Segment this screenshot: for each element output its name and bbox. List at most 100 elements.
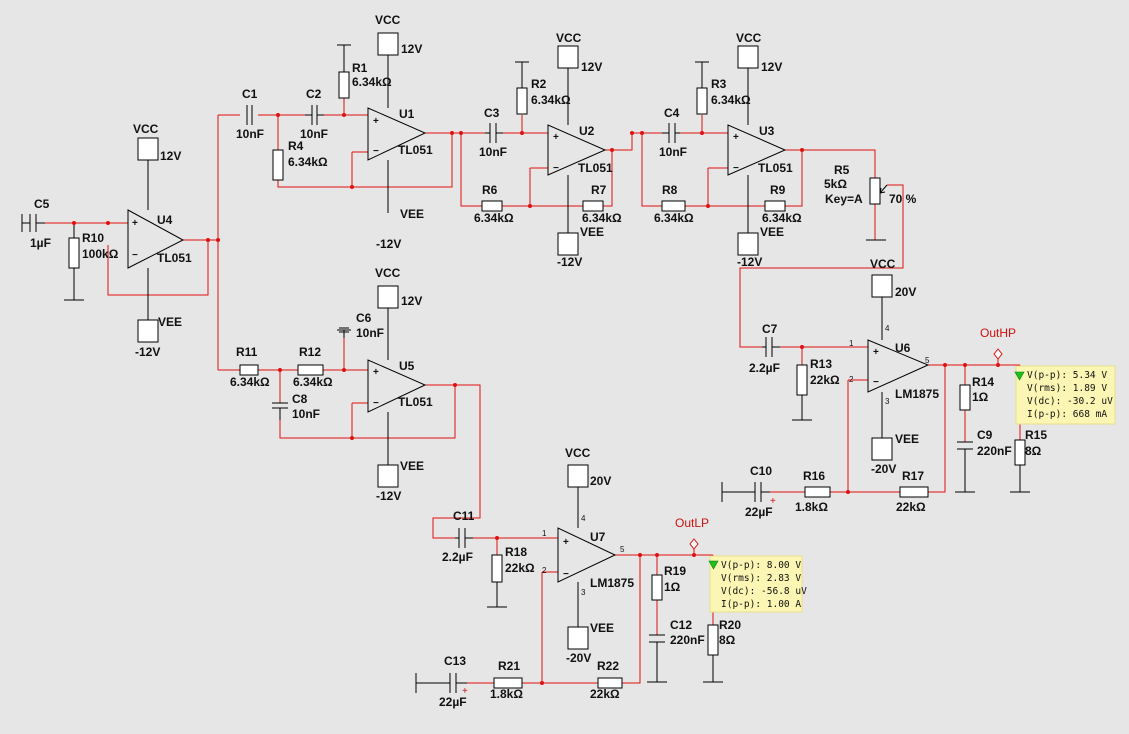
u1-12v-label: 12V: [401, 42, 422, 56]
svg-text:−: −: [733, 163, 739, 174]
r19-ref: R19: [664, 564, 686, 578]
u6-pin-2: 2: [849, 375, 854, 384]
u3-m12v-label: -12V: [737, 255, 762, 269]
probe-outhp[interactable]: OutHP V(p-p): 5.34 V V(rms): 1.89 V V(dc…: [980, 326, 1116, 425]
r4-value: 6.34kΩ: [288, 155, 328, 169]
resistor-labels: R1 6.34kΩ R2 6.34kΩ R3 6.34kΩ R4 6.34kΩ …: [82, 61, 1047, 701]
r20-value: 8Ω: [719, 633, 736, 647]
u4-ref: U4: [157, 213, 173, 227]
c3-value: 10nF: [479, 145, 507, 159]
outhp-tooltip: [1015, 365, 1116, 425]
r5-key: Key=A: [825, 192, 863, 206]
outhp-marker-icon: [1014, 371, 1025, 381]
u5-12v-label: 12V: [401, 294, 422, 308]
c9-ref: C9: [977, 428, 993, 442]
r18-value: 22kΩ: [505, 561, 535, 575]
u7-model: LM1875: [590, 576, 634, 590]
u6-vcc-label: VCC: [870, 257, 896, 271]
u6-m20v-label: -20V: [871, 462, 896, 476]
u7-pin-5: 5: [620, 545, 625, 554]
u4-12v-label: 12V: [160, 149, 181, 163]
u6-pin-4: 4: [885, 324, 890, 333]
u7-m20v-label: -20V: [566, 651, 591, 665]
u6-pin-3: 3: [885, 397, 890, 406]
ground-symbols: [21, 44, 1030, 693]
c6-ref: C6: [356, 311, 372, 325]
c4-value: 10nF: [659, 145, 687, 159]
outlp-label: OutLP: [675, 516, 709, 530]
u6-pin-5: 5: [925, 356, 930, 365]
u2-vee-label: VEE: [580, 225, 604, 239]
u1-vee-label: VEE: [400, 207, 424, 221]
c11-ref: C11: [453, 509, 475, 523]
c10-value: 22µF: [745, 505, 773, 519]
svg-text:+: +: [553, 132, 559, 143]
r2-ref: R2: [531, 77, 547, 91]
outhp-vrms: V(rms): 1.89 V: [1027, 383, 1107, 394]
r15-ref: R15: [1025, 428, 1047, 442]
u2-vcc-label: VCC: [556, 31, 582, 45]
u7-pin-3: 3: [581, 588, 586, 597]
outhp-ipp: I(p-p): 668 mA: [1027, 409, 1107, 420]
u2-ref: U2: [579, 124, 595, 138]
svg-text:−: −: [373, 146, 379, 157]
r13-value: 22kΩ: [810, 373, 840, 387]
r12-value: 6.34kΩ: [293, 375, 333, 389]
opamp-labels: U4 TL051 U1 TL051 U2 TL051 U3 TL051 U5 T…: [157, 107, 939, 590]
u3-ref: U3: [759, 124, 775, 138]
capacitor-labels: C5 1µF C1 10nF C2 10nF C3 10nF C4 10nF C…: [30, 87, 1012, 709]
opamp-signs: +− +− +− +− +− +− +−: [132, 116, 879, 580]
svg-text:−: −: [373, 398, 379, 409]
r17-ref: R17: [902, 469, 924, 483]
outlp-vdc: V(dc): -56.8 uV: [721, 586, 807, 597]
r7-ref: R7: [591, 183, 607, 197]
u1-model: TL051: [398, 143, 433, 157]
r22-ref: R22: [597, 659, 619, 673]
svg-text:+: +: [373, 367, 379, 378]
outlp-vrms: V(rms): 2.83 V: [721, 573, 801, 584]
c13-ref: C13: [444, 654, 466, 668]
r14-ref: R14: [972, 375, 994, 389]
r8-ref: R8: [662, 183, 678, 197]
c12-value: 220nF: [670, 633, 705, 647]
outlp-marker-icon: [708, 560, 719, 570]
svg-text:−: −: [873, 377, 879, 388]
c1-value: 10nF: [236, 127, 264, 141]
r9-ref: R9: [770, 183, 786, 197]
c9-value: 220nF: [977, 444, 1012, 458]
r16-value: 1.8kΩ: [795, 500, 828, 514]
u3-model: TL051: [758, 161, 793, 175]
u3-12v-label: 12V: [761, 60, 782, 74]
r18-ref: R18: [505, 545, 527, 559]
svg-text:+: +: [373, 116, 379, 127]
u4-model: TL051: [157, 251, 192, 265]
u3-vcc-label: VCC: [736, 31, 762, 45]
u3-vee-label: VEE: [760, 225, 784, 239]
c4-ref: C4: [664, 106, 680, 120]
probe-outlp[interactable]: OutLP V(p-p): 8.00 V V(rms): 2.83 V V(dc…: [675, 516, 807, 613]
supply-labels: VCC 12V VEE -12V VCC 12V VEE -12V VCC 12…: [133, 13, 919, 665]
resistor-bodies: [68, 71, 1026, 689]
u6-ref: U6: [895, 341, 911, 355]
r7-value: 6.34kΩ: [582, 211, 622, 225]
outhp-vpp: V(p-p): 5.34 V: [1027, 370, 1107, 381]
c7-value: 2.2µF: [749, 361, 780, 375]
c7-ref: C7: [762, 322, 778, 336]
c8-value: 10nF: [292, 407, 320, 421]
svg-text:−: −: [563, 569, 569, 580]
r21-ref: R21: [498, 659, 520, 673]
c2-ref: C2: [306, 87, 322, 101]
u6-vee-label: VEE: [895, 432, 919, 446]
r12-ref: R12: [299, 345, 321, 359]
c2-value: 10nF: [300, 127, 328, 141]
c5-ref: C5: [34, 197, 50, 211]
r5-value: 5kΩ: [824, 177, 847, 191]
junction-dots: [72, 113, 1000, 685]
u7-pin-4: 4: [581, 514, 586, 523]
svg-text:+: +: [563, 537, 569, 548]
u6-20v-label: 20V: [895, 285, 916, 299]
svg-text:+: +: [873, 347, 879, 358]
outhp-diamond-icon: [993, 348, 1003, 360]
u5-vcc-label: VCC: [375, 266, 401, 280]
r3-value: 6.34kΩ: [711, 93, 751, 107]
